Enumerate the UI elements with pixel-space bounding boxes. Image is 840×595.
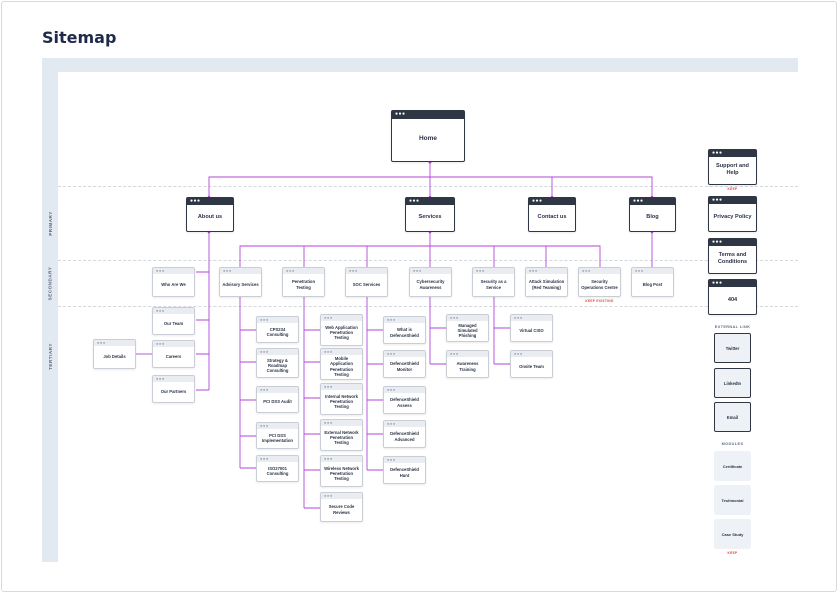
managed-phishing-node[interactable]: ●●● Managed Simulated Phishing [446,314,489,342]
our-team-node[interactable]: ●●● Our Team [152,307,195,335]
window-dots-icon: ●●● [712,150,723,156]
defenceshield-advanced-node[interactable]: ●●● DefenceShield Advanced [383,420,426,448]
window-dots-icon: ●●● [190,198,201,204]
services-node[interactable]: ●●● Services [405,197,455,232]
pci-dss-implementation-node[interactable]: ●●● PCI DSS Implementation [256,422,299,449]
contact-us-node[interactable]: ●●● Contact us [528,197,576,232]
window-dots-icon: ●●● [532,198,543,204]
window-dots-icon: ●●● [395,111,406,117]
about-us-node[interactable]: ●●● About us [186,197,234,232]
window-dots-icon: ●●● [712,280,723,286]
defenceshield-hunt-node[interactable]: ●●● DefenceShield Hunt [383,456,426,484]
iso27001-consulting-node[interactable]: ●●● ISO27001 Consulting [256,455,299,482]
email-link-node[interactable]: Email [714,402,751,432]
blog-node[interactable]: ●●● Blog [629,197,676,232]
twitter-link-node[interactable]: Twitter [714,333,751,363]
defenceshield-assess-node[interactable]: ●●● DefenceShield Assess [383,386,426,414]
window-dots-icon: ●●● [409,198,420,204]
strategy-roadmap-node[interactable]: ●●● Strategy & Roadmap Consulting [256,348,299,378]
onsite-team-node[interactable]: ●●● Onsite Team [510,350,553,378]
who-are-we-node[interactable]: ●●● Who Are We [152,267,195,297]
page-title: Sitemap [42,28,117,47]
window-dots-icon: ●●● [712,239,723,245]
support-and-help-node[interactable]: ●●● Support and Help [708,149,757,185]
advisory-services-node[interactable]: ●●● Advisory Services [219,267,262,297]
virtual-ciso-node[interactable]: ●●● Virtual CISO [510,314,553,342]
blog-post-node[interactable]: ●●● Blog Post [631,267,674,297]
wireless-network-pentest-node[interactable]: ●●● Wireless Network Penetration Testing [320,455,363,487]
window-dots-icon: ●●● [633,198,644,204]
external-link-heading: EXTERNAL LINK [714,325,751,329]
security-operations-centre-node[interactable]: ●●● Security Operations Centre [578,267,621,297]
internal-network-pentest-node[interactable]: ●●● Internal Network Penetration Testing [320,383,363,415]
what-is-defenceshield-node[interactable]: ●●● What is DefenceShield [383,316,426,344]
pci-dss-audit-node[interactable]: ●●● PCI DSS Audit [256,386,299,413]
terms-and-conditions-node[interactable]: ●●● Terms and Conditions [708,238,757,274]
modules-heading: MODULES [721,442,744,446]
cybersecurity-awareness-node[interactable]: ●●● Cybersecurity Awareness [409,267,452,297]
job-details-node[interactable]: ●●● Job Details [93,339,136,369]
case-study-module[interactable]: Case Study [714,519,751,549]
security-as-a-service-node[interactable]: ●●● Security as a Service [472,267,515,297]
window-dots-icon: ●●● [712,197,723,203]
certificate-module[interactable]: Certificate [714,451,751,481]
secure-code-reviews-node[interactable]: ●●● Secure Code Reviews [320,492,363,522]
level-divider [58,260,798,261]
soc-services-node[interactable]: ●●● SOC Services [345,267,388,297]
mobile-app-pentest-node[interactable]: ●●● Mobile Application Penetration Testi… [320,348,363,380]
external-network-pentest-node[interactable]: ●●● External Network Penetration Testing [320,419,363,451]
keep-note: KEEP [727,187,738,191]
level-divider [58,186,798,187]
keep-existing-note: KEEP EXISTING [585,299,614,303]
privacy-policy-node[interactable]: ●●● Privacy Policy [708,196,757,232]
level-divider [58,306,798,307]
web-app-pentest-node[interactable]: ●●● Web Application Penetration Testing [320,314,363,346]
penetration-testing-node[interactable]: ●●● Penetration Testing [282,267,325,297]
testimonial-module[interactable]: Testimonial [714,485,751,515]
defenceshield-monitor-node[interactable]: ●●● DefenceShield Monitor [383,350,426,378]
careers-node[interactable]: ●●● Careers [152,340,195,368]
linkedin-link-node[interactable]: LinkedIn [714,368,751,398]
modules-keep-note: KEEP [727,551,738,555]
awareness-training-node[interactable]: ●●● Awareness Training [446,350,489,378]
cps234-consulting-node[interactable]: ●●● CPS234 Consulting [256,316,299,343]
home-page-node[interactable]: ●●● Home [391,110,465,162]
our-partners-node[interactable]: ●●● Our Partners [152,375,195,403]
attack-simulation-node[interactable]: ●●● Attack Simulation (Red Teaming) [525,267,568,297]
404-page-node[interactable]: ●●● 404 [708,279,757,315]
